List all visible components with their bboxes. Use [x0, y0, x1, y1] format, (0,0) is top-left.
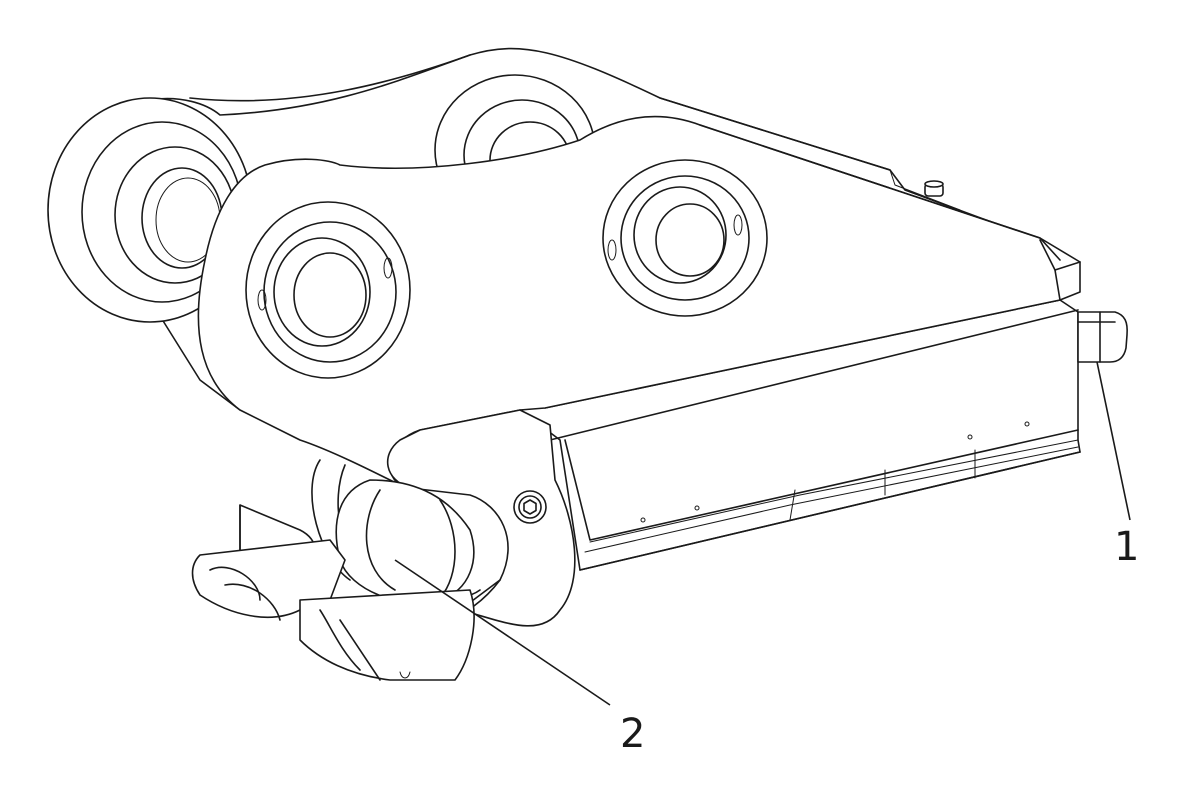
leader-line-1 [1096, 361, 1131, 521]
grease-fitting [924, 180, 944, 197]
locking-bolt [335, 479, 475, 604]
rear-locking-pin [1077, 311, 1128, 363]
hex-socket-screw [513, 490, 547, 524]
callout-label-2: 2 [620, 711, 645, 757]
front-left-pin-boss [245, 201, 411, 379]
callout-label-1: 1 [1114, 524, 1139, 570]
lower-claw [191, 504, 475, 681]
callout-1: 1 [1096, 361, 1139, 570]
front-right-pin-boss [602, 159, 768, 317]
rear-left-pin-boss [47, 97, 253, 323]
leader-line-2 [394, 559, 611, 706]
callout-2: 2 [394, 559, 645, 757]
